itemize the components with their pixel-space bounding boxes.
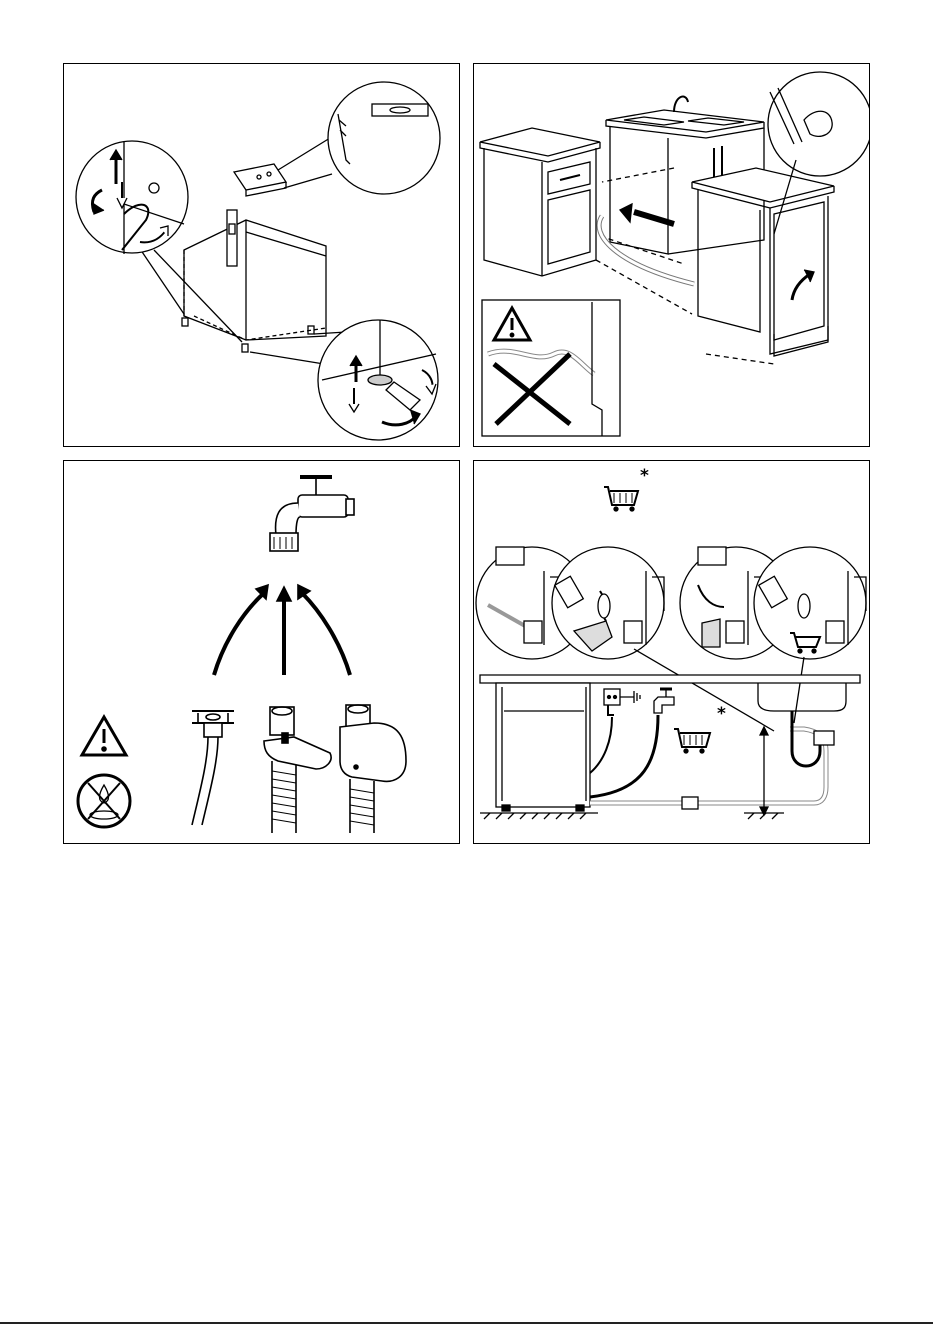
no-drip-icon (78, 775, 130, 827)
water-tap-icon (270, 477, 354, 551)
power-socket-icon (604, 689, 620, 705)
warning-triangle-icon (82, 717, 126, 755)
illustration-panel-drain (473, 460, 870, 844)
optional-accessory-asterisk: * (717, 706, 726, 723)
illustration-panel-leveling (63, 63, 460, 447)
earth-ground-icon (620, 691, 640, 703)
optional-accessory-asterisk: * (640, 468, 649, 485)
water-inlet-illustration (64, 461, 460, 844)
spirit-level-icon (227, 210, 237, 266)
label-box (698, 547, 726, 565)
spirit-level-icon (234, 164, 286, 196)
drain-illustration (474, 461, 870, 844)
shopping-cart-icon (674, 729, 710, 753)
push-in-illustration (474, 64, 870, 447)
dishwasher (496, 683, 590, 811)
label-box (496, 547, 524, 565)
inlet-hose-aquastop (340, 705, 406, 833)
shopping-cart-icon (604, 487, 638, 511)
illustration-panel-water-inlet (63, 460, 460, 844)
dishwasher-body (184, 220, 326, 340)
inlet-hose-plain (192, 711, 234, 825)
leveling-foot (182, 318, 188, 326)
leveling-foot (242, 344, 248, 352)
kitchen-cabinet-left (480, 128, 600, 276)
inlet-hose-aquacontrol (264, 707, 331, 833)
illustration-panel-push-in (473, 63, 870, 447)
leveling-illustration (64, 64, 460, 447)
dishwasher (692, 168, 834, 356)
water-tap-icon (654, 689, 674, 713)
